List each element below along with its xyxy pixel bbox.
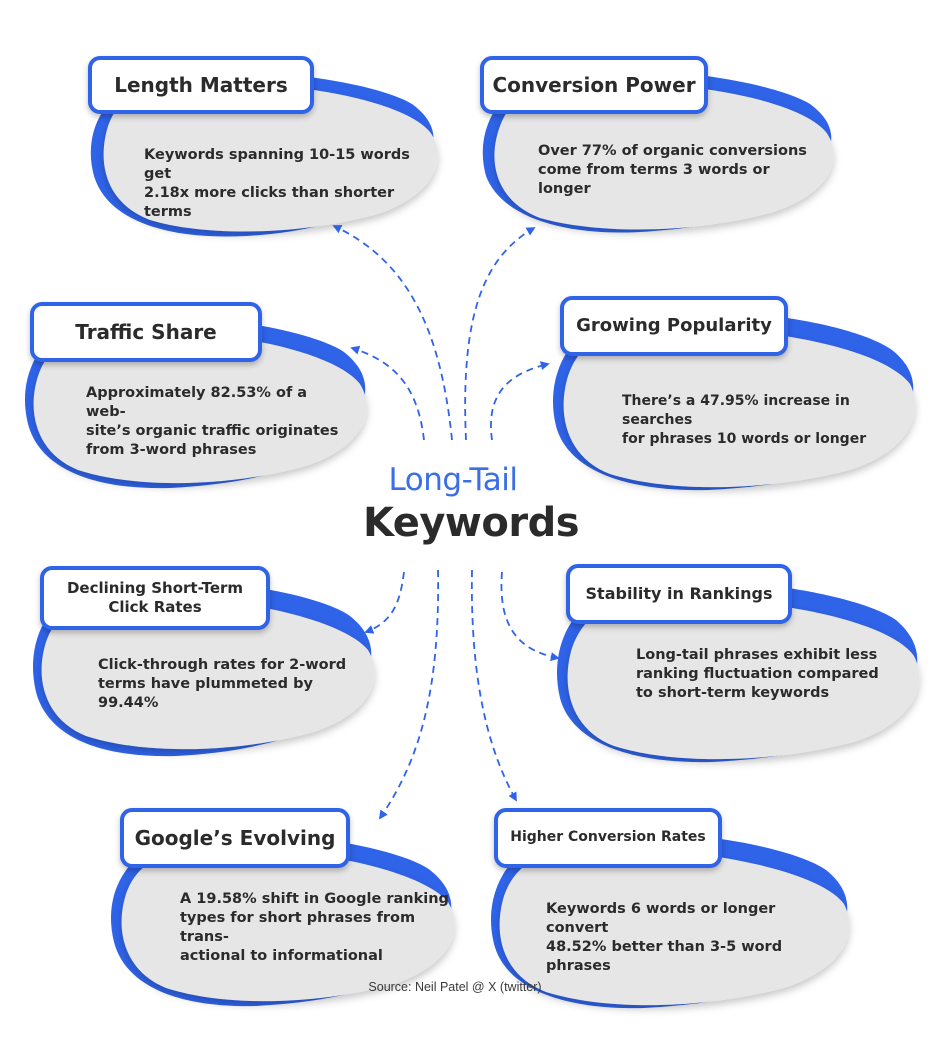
card-text-declining-click-rates: Click-through rates for 2-word terms hav…: [98, 656, 368, 713]
card-title-text: Growing Popularity: [576, 314, 772, 336]
text-line: for phrases 10 words or longer: [622, 431, 867, 447]
card-title-text: Conversion Power: [492, 72, 696, 97]
text-line: 2.18x more clicks than shorter terms: [144, 185, 395, 220]
card-text-conversion-power: Over 77% of organic conversions come fro…: [538, 142, 818, 199]
center-title-line2: Keywords: [362, 500, 580, 546]
text-line: Keywords spanning 10-15 words get: [144, 147, 410, 182]
text-line: Click-through rates for 2-word: [98, 657, 347, 673]
arrow-to-stability-rankings: [500, 571, 560, 662]
text-line: to short-term keywords: [636, 685, 830, 701]
card-title-text: Length Matters: [114, 72, 288, 97]
card-text-length-matters: Keywords spanning 10-15 words get 2.18x …: [144, 146, 434, 222]
card-googles-evolving-blob: [110, 833, 455, 1007]
card-higher-conversion-blob: [490, 831, 850, 1009]
text-line: ranking fluctuation compared: [636, 666, 879, 682]
card-title-traffic-share: Traffic Share: [30, 302, 262, 362]
card-title-growing-popularity: Growing Popularity: [560, 296, 788, 356]
card-title-length-matters: Length Matters: [88, 56, 314, 114]
card-title-text: Traffic Share: [75, 319, 217, 344]
arrow-to-growing-popularity: [490, 361, 550, 441]
card-title-conversion-power: Conversion Power: [480, 56, 708, 114]
text-line: from 3-word phrases: [86, 442, 257, 458]
text-line: There’s a 47.95% increase in searches: [622, 393, 850, 428]
card-text-stability-rankings: Long-tail phrases exhibit less ranking f…: [636, 646, 886, 703]
card-title-higher-conversion: Higher Conversion Rates: [494, 808, 722, 868]
card-title-text: Stability in Rankings: [585, 584, 773, 603]
arrow-to-traffic-share: [350, 345, 425, 441]
card-title-googles-evolving: Google’s Evolving: [120, 808, 350, 868]
text-line: Over 77% of organic conversions: [538, 143, 807, 159]
card-title-text: Click Rates: [108, 598, 202, 616]
card-title-declining-click-rates: Declining Short-Term Click Rates: [40, 566, 270, 630]
text-line: site’s organic traffic originates: [86, 423, 339, 439]
arrow-to-declining-click-rates: [364, 571, 405, 634]
text-line: actional to informational: [180, 948, 383, 964]
text-line: Long-tail phrases exhibit less: [636, 647, 878, 663]
card-title-text: Declining Short-Term: [66, 579, 244, 598]
card-stability-rankings-blob: [556, 581, 920, 763]
card-text-growing-popularity: There’s a 47.95% increase in searches fo…: [622, 392, 912, 449]
source-credit: Source: Neil Patel @ X (twitter): [368, 980, 542, 994]
text-line: A 19.58% shift in Google ranking: [180, 891, 449, 907]
card-title-stability-rankings: Stability in Rankings: [566, 564, 792, 624]
text-line: 48.52% better than 3-5 word phrases: [546, 939, 783, 974]
card-text-googles-evolving: A 19.58% shift in Google ranking types f…: [180, 890, 450, 966]
card-title-text: Higher Conversion Rates: [510, 829, 706, 846]
text-line: terms have plummeted by 99.44%: [98, 676, 313, 711]
text-line: Approximately 82.53% of a web-: [86, 385, 308, 420]
connector-arrows: [332, 224, 560, 820]
card-growing-popularity-blob: [552, 310, 916, 491]
card-text-traffic-share: Approximately 82.53% of a web- site’s or…: [86, 384, 346, 460]
arrow-to-conversion-power: [464, 227, 536, 441]
text-line: Keywords 6 words or longer convert: [546, 901, 776, 936]
text-line: come from terms 3 words or longer: [538, 162, 770, 197]
card-title-text: Google’s Evolving: [134, 825, 336, 850]
arrow-to-length-matters: [332, 224, 453, 441]
card-text-higher-conversion: Keywords 6 words or longer convert 48.52…: [546, 900, 836, 976]
arrow-to-googles-evolving: [378, 569, 440, 820]
arrow-to-higher-conversion: [470, 569, 517, 802]
text-line: types for short phrases from trans-: [180, 910, 416, 945]
center-title-line1: Long-Tail: [388, 462, 518, 498]
